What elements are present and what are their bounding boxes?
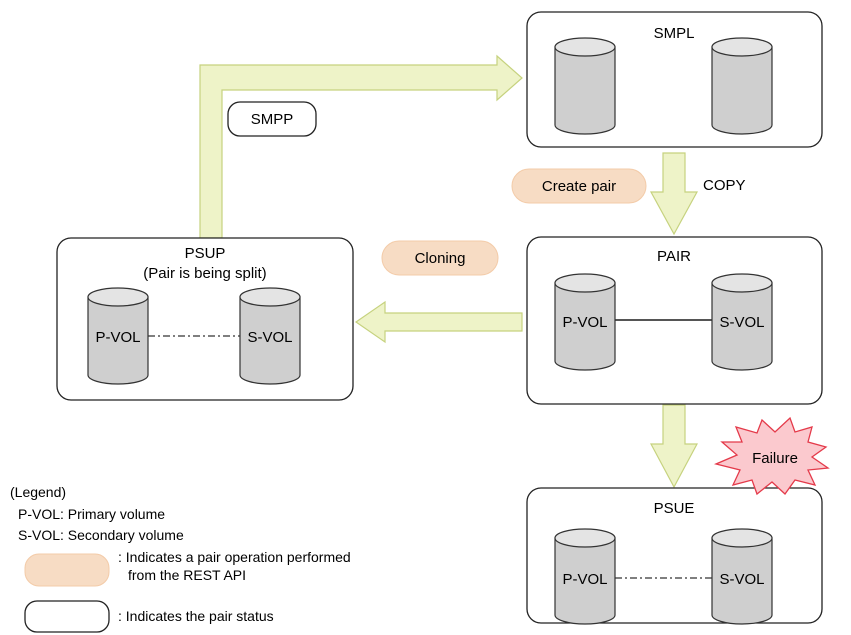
smpp-label: SMPP	[251, 111, 294, 128]
volume-cylinder	[554, 37, 616, 135]
volume-cylinder	[711, 37, 773, 135]
legend-status-swatch	[24, 600, 110, 633]
state-smpl: SMPL	[526, 11, 823, 148]
copy-arrow	[649, 152, 699, 236]
state-psue: PSUE P-VOL S-VOL	[526, 487, 823, 625]
state-subtitle: (Pair is being split)	[143, 265, 266, 282]
failure-arrow	[649, 404, 699, 489]
failure-label: Failure	[752, 450, 798, 467]
legend-operation-text: : Indicates a pair operation performed	[118, 549, 351, 565]
smpp-status: SMPP	[227, 101, 317, 137]
legend-pvol: P-VOL: Primary volume	[18, 506, 165, 522]
state-psup: PSUP (Pair is being split) P-VOL S-VOL	[56, 237, 354, 401]
secondary-volume-cylinder: S-VOL	[711, 528, 773, 625]
create-pair-label: Create pair	[542, 178, 616, 195]
copy-label: COPY	[703, 177, 746, 194]
secondary-volume-cylinder: S-VOL	[711, 273, 773, 371]
state-title: PAIR	[657, 248, 691, 265]
cloning-arrow	[354, 300, 523, 344]
svol-label: S-VOL	[719, 571, 764, 588]
cloning-operation: Cloning	[381, 240, 499, 276]
primary-volume-cylinder: P-VOL	[554, 273, 616, 371]
pvol-label: P-VOL	[95, 329, 140, 346]
create-pair-operation: Create pair	[511, 168, 647, 204]
state-pair: PAIR P-VOL S-VOL	[526, 236, 823, 405]
smpp-arrow	[199, 54, 523, 239]
failure-burst-shape	[713, 416, 830, 496]
pvol-label: P-VOL	[562, 314, 607, 331]
legend: (Legend) P-VOL: Primary volume S-VOL: Se…	[10, 484, 351, 633]
operation-pill	[381, 240, 499, 276]
pvol-label: P-VOL	[562, 571, 607, 588]
legend-heading: (Legend)	[10, 484, 66, 500]
primary-volume-cylinder: P-VOL	[87, 287, 149, 385]
failure-burst: Failure	[713, 416, 830, 496]
state-title: PSUP	[185, 245, 226, 262]
operation-pill	[511, 168, 647, 204]
cloning-label: Cloning	[415, 250, 466, 267]
legend-status-text: : Indicates the pair status	[118, 608, 274, 624]
legend-operation-swatch	[24, 553, 110, 587]
status-box	[227, 101, 317, 137]
legend-operation-text-cont: from the REST API	[128, 567, 246, 583]
state-title: SMPL	[654, 25, 695, 42]
svol-label: S-VOL	[247, 329, 292, 346]
svol-label: S-VOL	[719, 314, 764, 331]
primary-volume-cylinder: P-VOL	[554, 528, 616, 625]
legend-svol: S-VOL: Secondary volume	[18, 527, 184, 543]
state-title: PSUE	[654, 500, 695, 517]
secondary-volume-cylinder: S-VOL	[239, 287, 301, 385]
